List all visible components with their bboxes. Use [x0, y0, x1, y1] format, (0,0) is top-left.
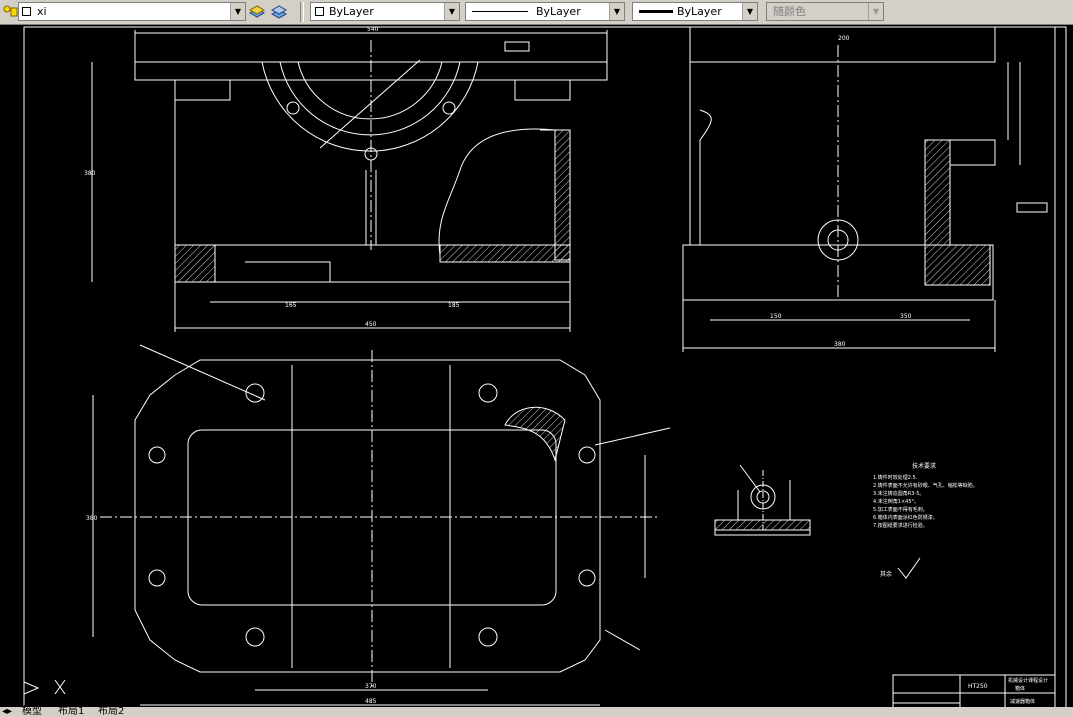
dim-side-350: 350: [900, 313, 912, 320]
note-line: 1.铸件时效处理2.5.: [873, 474, 918, 481]
layer-previous-icon[interactable]: [270, 3, 288, 21]
dim-plan-width: 370: [365, 683, 377, 690]
dim-bottom-total: 485: [365, 698, 377, 705]
title-block: [892, 674, 1056, 710]
note-line: 3.未注铸造圆角R3-5。: [873, 490, 924, 497]
dim-side-200: 200: [838, 35, 850, 42]
dim-height: 380: [84, 170, 96, 177]
x-axis-icon: [54, 679, 66, 695]
lineweight-control-dropdown[interactable]: ByLayer ▼: [632, 2, 758, 21]
layer-color-swatch: [22, 7, 31, 16]
dim-side-total: 380: [834, 341, 846, 348]
title-school: 机械设计课程设计: [1008, 677, 1048, 684]
layout-tabs: ◂▸ 模型 布局1 布局2: [0, 707, 1073, 717]
note-line: 6.箱体内表面涂红色防锈漆。: [873, 514, 938, 521]
layer-state-icon[interactable]: [2, 3, 20, 21]
roughness-symbol: [897, 557, 921, 579]
color-swatch: [315, 7, 324, 16]
note-line: 7.按图纸要求进行检验。: [873, 522, 928, 529]
note-line: 4.未注倒角1×45°。: [873, 498, 919, 505]
title-part: 箱体: [1015, 685, 1025, 692]
dim-side-150: 150: [770, 313, 782, 320]
layer-dropdown[interactable]: xi ▼: [18, 2, 246, 21]
chevron-down-icon[interactable]: ▼: [609, 3, 624, 20]
properties-toolbar: xi ▼ ByLayer ▼ ByLayer ▼ ByLayer ▼ 随颜色 ▼: [0, 0, 1073, 25]
tab-layout2[interactable]: 布局2: [98, 706, 125, 717]
title-drawing-name: 减速器箱体: [1010, 698, 1035, 705]
dim-left-165: 165: [285, 302, 297, 309]
dim-plan-height: 380: [86, 515, 98, 522]
chevron-down-icon[interactable]: ▼: [444, 3, 459, 20]
note-line: 5.加工表面不得有毛刺。: [873, 506, 928, 513]
drawing-border: [23, 26, 1067, 710]
make-layer-current-icon[interactable]: [248, 3, 266, 21]
detail-view: [714, 464, 811, 536]
color-control-value: ByLayer: [329, 5, 374, 18]
linetype-control-value: ByLayer: [536, 5, 581, 18]
tab-nav-arrows[interactable]: ◂▸: [2, 706, 13, 717]
title-material: HT250: [968, 683, 988, 690]
dim-right-185: 185: [448, 302, 460, 309]
lineweight-control-value: ByLayer: [677, 5, 722, 18]
front-view: [91, 30, 608, 332]
linetype-preview: [472, 11, 528, 12]
chevron-down-icon[interactable]: ▼: [742, 3, 757, 20]
ucs-icon: [23, 681, 40, 695]
lineweight-preview: [639, 10, 673, 13]
roughness-label: 其余: [880, 570, 892, 578]
chevron-down-icon: ▼: [868, 3, 883, 20]
linetype-control-dropdown[interactable]: ByLayer ▼: [465, 2, 625, 21]
tab-layout1[interactable]: 布局1: [58, 706, 85, 717]
chevron-down-icon[interactable]: ▼: [230, 3, 245, 20]
dim-bottom-width: 450: [365, 321, 377, 328]
drawing-canvas[interactable]: 540 380 450 165 185 200 150 35: [0, 24, 1073, 710]
plotstyle-control-value: 随颜色: [773, 5, 806, 18]
tab-model[interactable]: 模型: [22, 706, 42, 717]
plotstyle-control-dropdown: 随颜色 ▼: [766, 2, 884, 21]
note-line: 2.铸件表面不允许有砂眼、气孔、缩松等缺陷。: [873, 482, 978, 489]
notes-title: 技术要求: [912, 462, 936, 470]
plan-view: [92, 344, 671, 706]
layer-name: xi: [37, 5, 47, 18]
color-control-dropdown[interactable]: ByLayer ▼: [310, 2, 460, 21]
side-view: [682, 27, 1048, 352]
dim-top-width: 540: [367, 26, 379, 33]
